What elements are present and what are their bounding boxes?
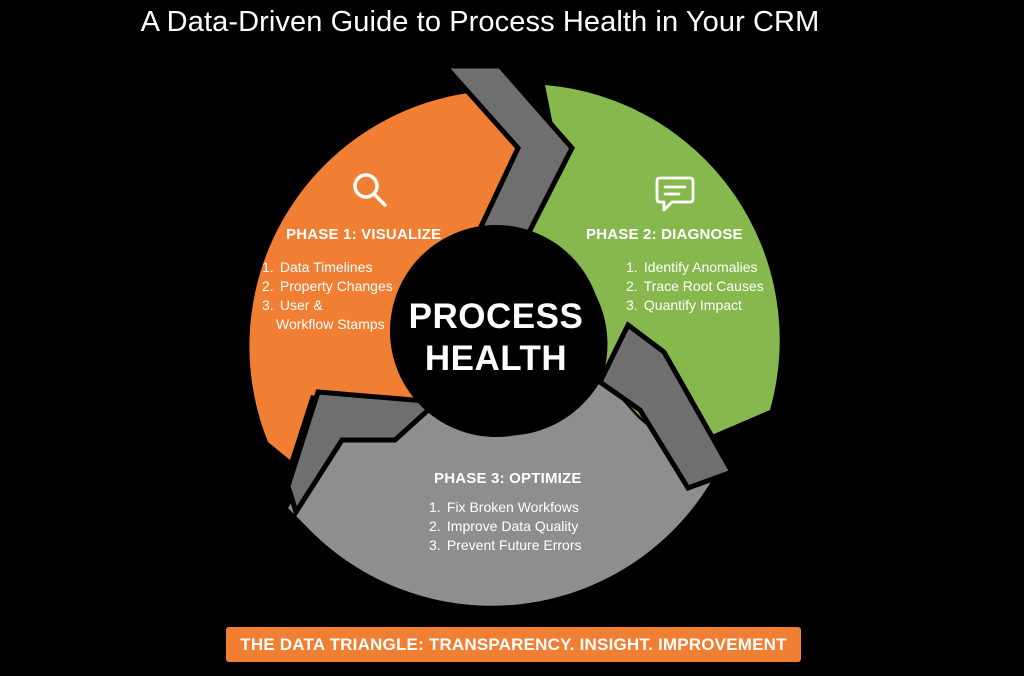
chat-bubble-icon	[655, 176, 695, 212]
list-item: 2. Trace Root Causes	[626, 278, 764, 294]
list-item: 3. Prevent Future Errors	[429, 537, 582, 553]
list-item: Workflow Stamps	[276, 316, 385, 332]
center-line1: PROCESS	[408, 297, 584, 336]
magnifier-icon	[353, 173, 387, 207]
phase1-segment	[249, 90, 522, 461]
list-item: 1. Fix Broken Workfows	[429, 499, 579, 515]
list-item: 1. Data Timelines	[262, 259, 373, 275]
phase1-title: PHASE 1: VISUALIZE	[286, 226, 442, 243]
page-title: A Data-Driven Guide to Process Health in…	[140, 6, 820, 38]
phase2-segment	[514, 85, 780, 468]
phase3-title: PHASE 3: OPTIMIZE	[434, 470, 582, 487]
footer-banner: THE DATA TRIANGLE: TRANSPARENCY. INSIGHT…	[226, 627, 801, 662]
phase1-steps: 1. Data Timelines 2. Property Changes 3.…	[262, 258, 393, 334]
phase2-steps: 1. Identify Anomalies 2. Trace Root Caus…	[626, 258, 764, 315]
center-line2: HEALTH	[424, 339, 568, 378]
list-item: 1. Identify Anomalies	[626, 259, 758, 275]
list-item: 3. User &	[262, 297, 323, 313]
center-circle	[390, 225, 602, 437]
chevron-arrow-right	[596, 321, 736, 492]
list-item: 2. Property Changes	[262, 278, 393, 294]
list-item: 2. Improve Data Quality	[429, 518, 579, 534]
list-item: 3. Quantify Impact	[626, 297, 742, 313]
center-label: PROCESS HEALTH	[396, 296, 596, 380]
phase2-title: PHASE 2: DIAGNOSE	[586, 226, 743, 243]
phase3-steps: 1. Fix Broken Workfows 2. Improve Data Q…	[429, 498, 582, 555]
